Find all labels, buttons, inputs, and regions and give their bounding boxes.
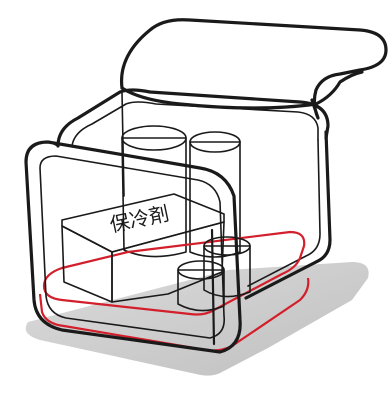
- bag-flap: [122, 20, 386, 118]
- tall-cylinder: [122, 126, 186, 257]
